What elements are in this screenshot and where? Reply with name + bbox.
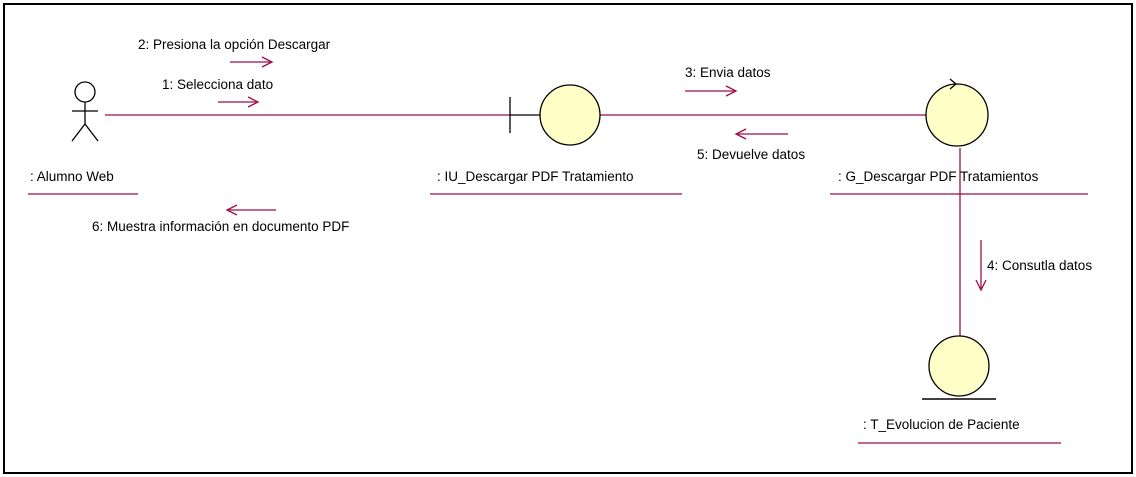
control-label: : G_Descargar PDF Tratamientos bbox=[838, 169, 1039, 184]
boundary-icon bbox=[509, 84, 601, 146]
message-3-arrow bbox=[685, 85, 738, 97]
message-6-arrow bbox=[225, 204, 276, 216]
message-3-label: 3: Envia datos bbox=[685, 65, 771, 80]
diagram-border bbox=[3, 3, 1133, 474]
boundary-label: : IU_Descargar PDF Tratamiento bbox=[437, 169, 634, 184]
message-6-label: 6: Muestra información en documento PDF bbox=[92, 219, 349, 234]
entity-icon bbox=[922, 335, 996, 400]
message-5-label: 5: Devuelve datos bbox=[697, 147, 805, 162]
actor-icon bbox=[71, 81, 99, 142]
actor-label: : Alumno Web bbox=[30, 169, 114, 184]
message-1-label: 1: Selecciona dato bbox=[162, 77, 273, 92]
message-4-arrow bbox=[975, 240, 987, 292]
message-1-arrow bbox=[218, 96, 260, 108]
control-icon bbox=[925, 78, 989, 147]
message-4-label: 4: Consutla datos bbox=[987, 258, 1092, 273]
message-2-arrow bbox=[230, 56, 274, 68]
entity-label: : T_Evolucion de Paciente bbox=[863, 417, 1020, 432]
message-5-arrow bbox=[734, 128, 788, 140]
message-2-label: 2: Presiona la opción Descargar bbox=[138, 37, 331, 52]
